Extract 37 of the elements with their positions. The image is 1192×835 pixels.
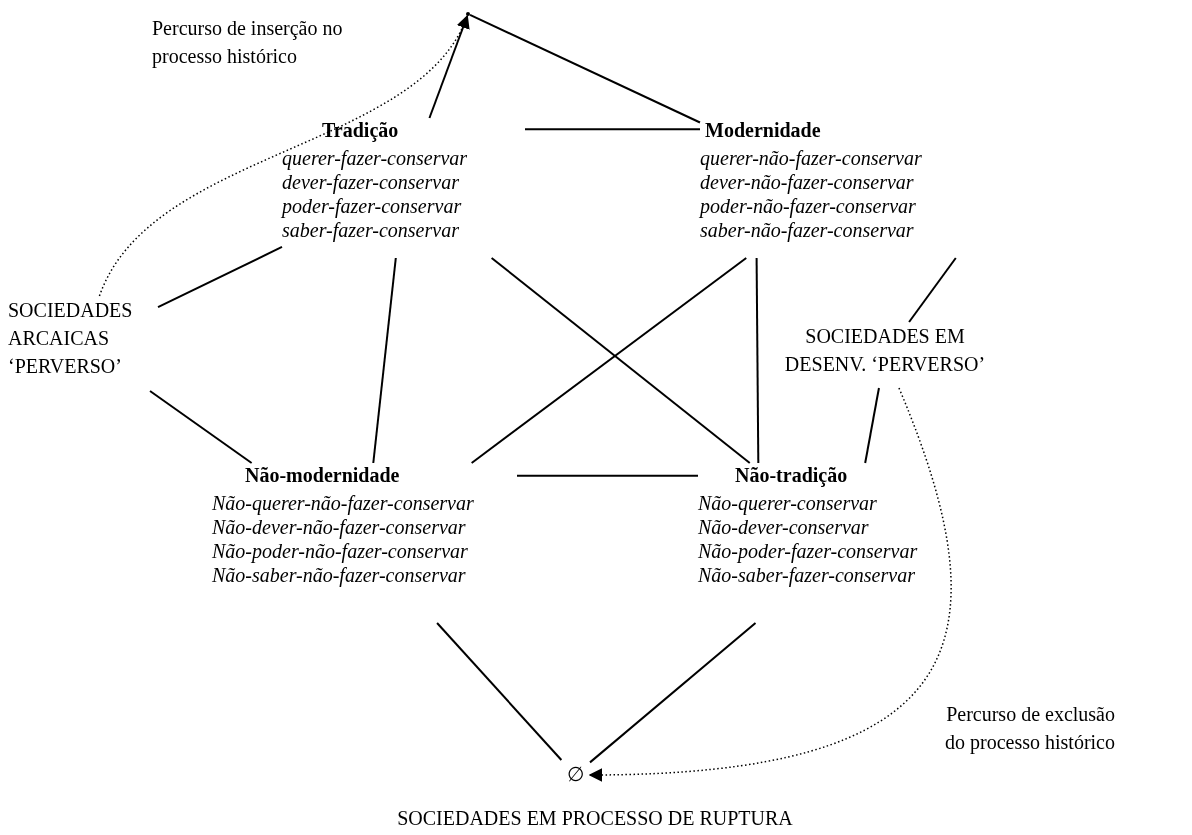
node-label: SOCIEDADES ARCAICAS ‘PERVERSO’ (8, 296, 158, 391)
modal-phrase: Não-dever-não-fazer-conservar (212, 515, 466, 539)
heading-text: Tradição (321, 118, 399, 142)
connector-line (516, 474, 699, 477)
modal-phrase: saber-não-fazer-conservar (700, 218, 914, 242)
modal-phrase: Não-querer-não-fazer-conservar (212, 491, 474, 515)
modal-phrase: Não-poder-fazer-conservar (698, 539, 918, 563)
node-label: SOCIEDADES EM DESENV. ‘PERVERSO’ (770, 322, 1000, 388)
modal-phrase: Não-saber-fazer-conservar (698, 563, 915, 587)
modal-phrase: querer-não-fazer-conservar (700, 146, 922, 170)
apex-point (466, 12, 470, 16)
modal-phrase: Não-querer-conservar (698, 491, 877, 515)
connector-line (157, 245, 283, 309)
dotted-arrow (588, 387, 952, 782)
modal-phrase: querer-fazer-conservar (282, 146, 468, 170)
connector-line (755, 257, 760, 464)
node-label: ∅ (560, 760, 590, 790)
connector-line (908, 257, 957, 323)
modal-phrase: Não-dever-conservar (698, 515, 869, 539)
modal-phrase: dever-não-fazer-conservar (700, 170, 914, 194)
connector-line (436, 622, 563, 761)
heading-text: Não-modernidade (244, 463, 400, 487)
connector-line (469, 13, 701, 124)
modal-phrase: saber-fazer-conservar (282, 218, 459, 242)
connector-line (372, 257, 397, 464)
connector-line (589, 622, 757, 764)
modal-phrase: poder-fazer-conservar (282, 194, 462, 218)
heading-text: Modernidade (704, 118, 821, 142)
modal-phrase: Não-saber-não-fazer-conservar (212, 563, 466, 587)
connector-line (149, 390, 253, 464)
heading-text: Não-tradição (734, 463, 848, 487)
modal-phrase: poder-não-fazer-conservar (700, 194, 916, 218)
connector-line (864, 387, 880, 464)
modal-phrase: dever-fazer-conservar (282, 170, 459, 194)
dotted-arrow (98, 14, 469, 297)
connector-line (524, 128, 701, 131)
modal-phrase: Não-poder-não-fazer-conservar (212, 539, 468, 563)
